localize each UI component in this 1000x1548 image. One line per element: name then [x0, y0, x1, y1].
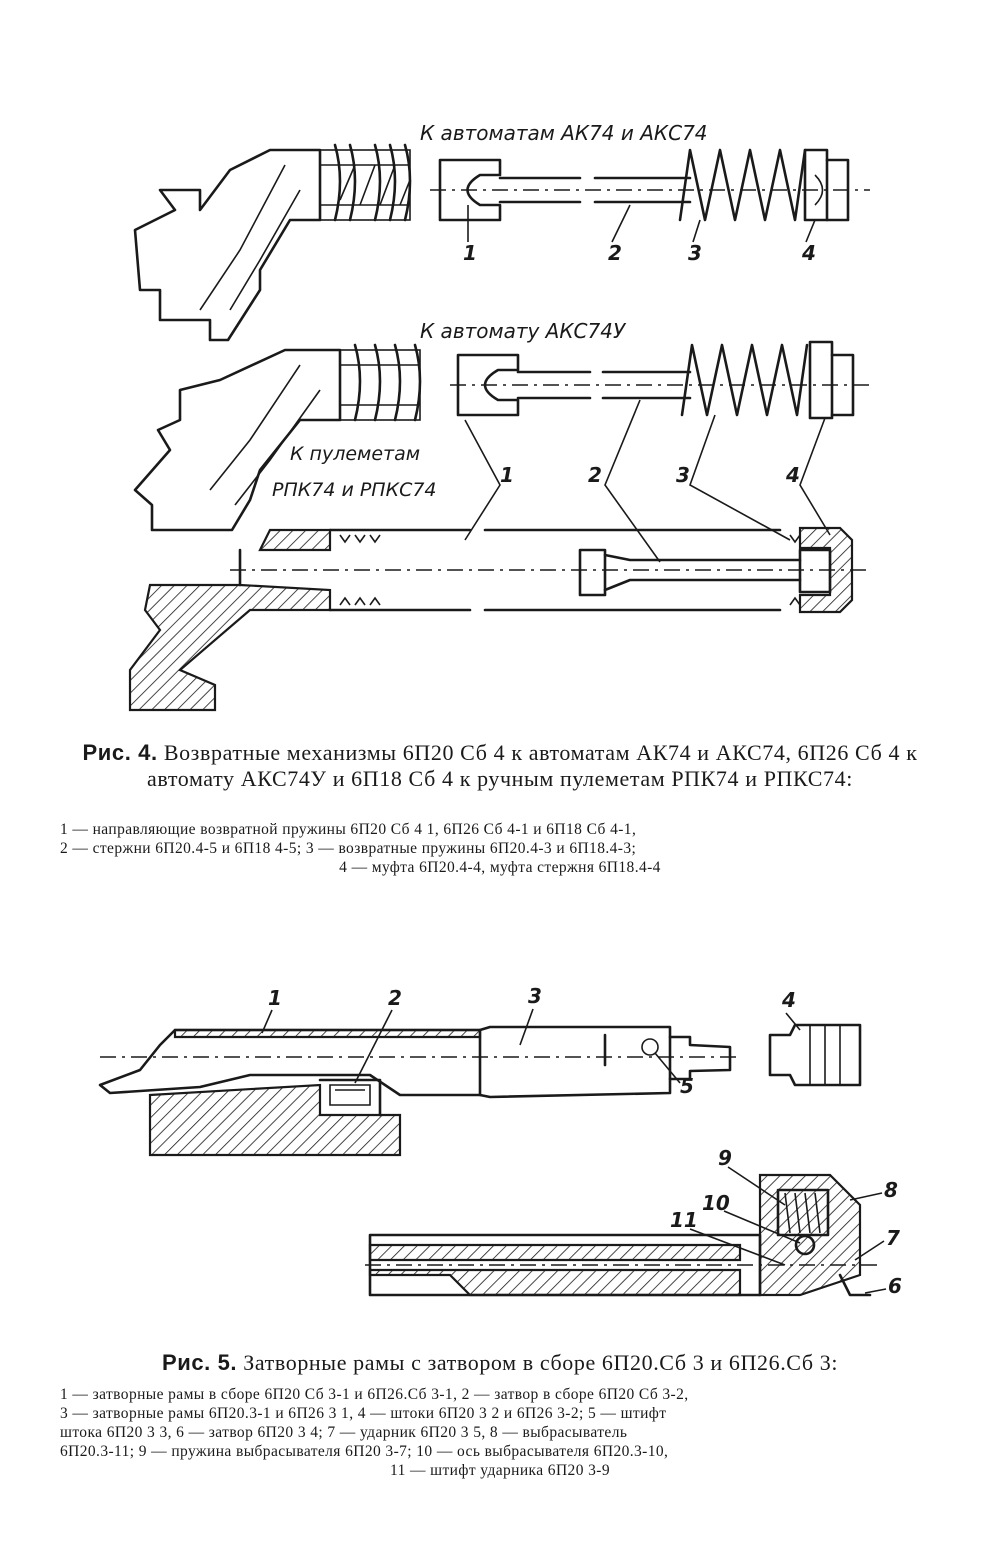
- figure-5-title: Затворные рамы с затвором в сборе 6П20.С…: [243, 1350, 839, 1375]
- figure-5-label: Рис. 5.: [161, 1350, 238, 1375]
- spring-left-top: [320, 143, 412, 222]
- legend-5-line3: штока 6П20 3 3, 6 — затвор 6П20 3 4; 7 —…: [60, 1424, 628, 1441]
- bolt-carrier-assembly: [98, 1025, 740, 1157]
- legend-5-line1: 1 — затворные рамы в сборе 6П20 Сб 3-1 и…: [60, 1386, 689, 1403]
- leader-lines: [464, 399, 831, 563]
- fig5-part-8: 8: [884, 1178, 898, 1202]
- figure-4-label: Рис. 4.: [82, 740, 158, 765]
- return-spring-top: [678, 148, 807, 222]
- fig5-part-4: 4: [781, 988, 796, 1012]
- figure-5-drawing: 1 2 3 4 5 9 10 8 11 7 6: [0, 975, 1000, 1350]
- piston-rod: [768, 1023, 862, 1087]
- part-number-4-mid: 4: [785, 463, 800, 487]
- figure-4-legend: 1 — направляющие возвратной пружины 6П20…: [60, 820, 940, 877]
- fig5-part-2: 2: [388, 986, 402, 1010]
- coupling-top: [803, 148, 850, 222]
- fig5-part-6: 6: [888, 1274, 902, 1298]
- part-number-4-top: 4: [801, 241, 816, 265]
- legend-4-line1: 1 — направляющие возвратной пружины 6П20…: [60, 821, 637, 838]
- bolt-carrier-outline-top: [133, 148, 411, 342]
- heading-rpk74-line1: К пулеметам: [290, 443, 420, 465]
- legend-5-line4: 6П20.3-11; 9 — пружина выбрасывателя 6П2…: [60, 1443, 669, 1460]
- figure-4-caption: Рис. 4. Возвратные механизмы 6П20 Сб 4 к…: [60, 740, 940, 792]
- legend-5-line5: 11 — штифт ударника 6П20 3-9: [390, 1462, 610, 1479]
- section-view-rpk: [128, 526, 870, 712]
- figure-5-legend: 1 — затворные рамы в сборе 6П20 Сб 3-1 и…: [60, 1385, 940, 1480]
- fig5-part-3: 3: [528, 984, 542, 1008]
- legend-4-line2: 2 — стержни 6П20.4-5 и 6П18 4-5; 3 — воз…: [60, 840, 637, 857]
- fig5-part-5: 5: [680, 1074, 694, 1098]
- guide-rod-top: [430, 158, 870, 222]
- fig5-part-9: 9: [718, 1146, 732, 1170]
- figure-4-title: Возвратные механизмы 6П20 Сб 4 к автомат…: [147, 740, 918, 791]
- bolt-carrier-outline-mid: [133, 348, 421, 532]
- coupling-mid: [808, 340, 855, 420]
- part-number-1-top: 1: [463, 241, 477, 265]
- heading-rpk74-line2: РПК74 и РПКС74: [272, 479, 437, 501]
- fig5-part-1: 1: [268, 986, 282, 1010]
- figure-4-drawing: К автоматам АК74 и АКС74 1 2 3 4 К автом…: [0, 110, 1000, 750]
- bolt-section: [365, 1173, 880, 1297]
- part-number-2-mid: 2: [588, 463, 602, 487]
- fig5-part-11: 11: [670, 1208, 698, 1232]
- part-number-3-top: 3: [688, 241, 702, 265]
- part-number-1-mid: 1: [500, 463, 514, 487]
- guide-rod-mid: [450, 353, 870, 417]
- spring-left-mid: [340, 343, 422, 422]
- legend-4-line3: 4 — муфта 6П20.4-4, муфта стержня 6П18.4…: [339, 859, 661, 876]
- legend-5-line2: 3 — затворные рамы 6П20.3-1 и 6П26 3 1, …: [60, 1405, 667, 1422]
- figure-5-caption: Рис. 5. Затворные рамы с затвором в сбор…: [60, 1350, 940, 1376]
- heading-ak74: К автоматам АК74 и АКС74: [420, 121, 708, 145]
- return-spring-mid: [680, 343, 809, 417]
- fig5-part-7: 7: [886, 1226, 900, 1250]
- part-number-3-mid: 3: [676, 463, 690, 487]
- heading-aks74u: К автомату АКС74У: [420, 319, 627, 343]
- part-number-2-top: 2: [608, 241, 622, 265]
